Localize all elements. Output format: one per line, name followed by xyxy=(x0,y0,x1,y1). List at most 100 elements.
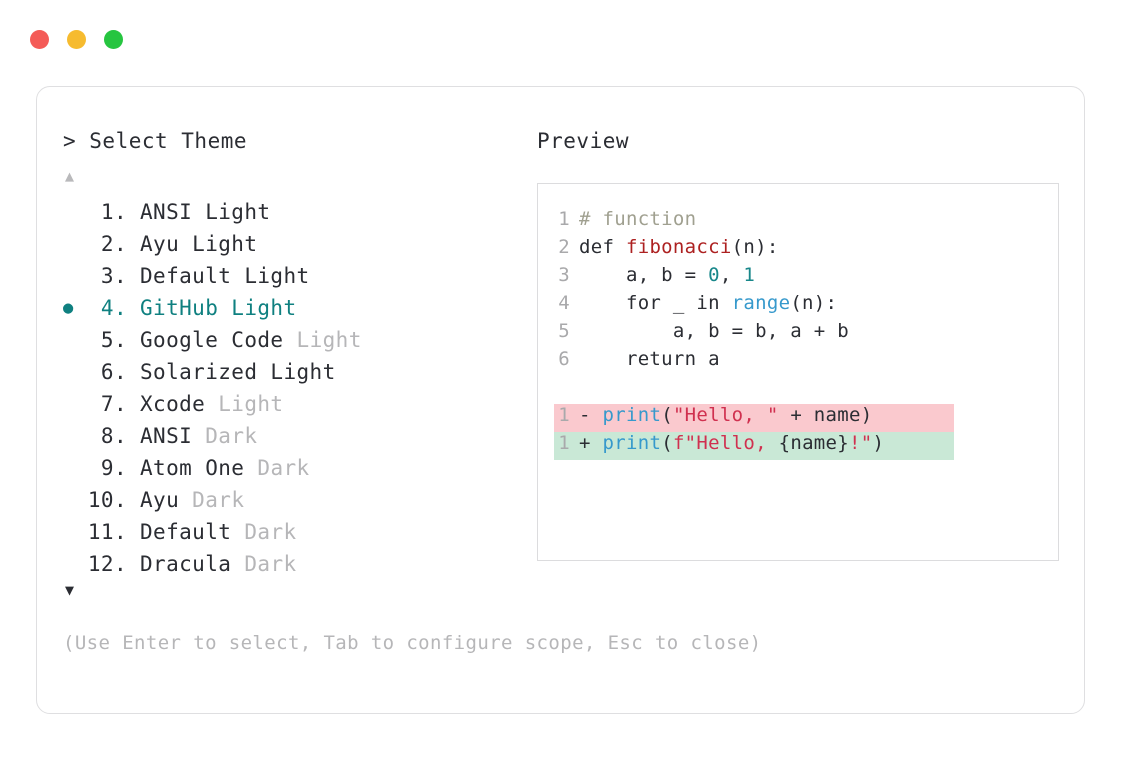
diff-line-removed: 1- print("Hello, " + name) xyxy=(554,404,954,432)
theme-list-item[interactable]: 1. ANSI Light xyxy=(63,196,533,228)
code-token-string: !" xyxy=(849,432,873,454)
theme-item-number: 10. xyxy=(87,488,127,512)
selected-bullet-icon xyxy=(63,396,85,413)
theme-item-label: Atom One Dark xyxy=(140,456,310,480)
code-token-plain: ( xyxy=(661,404,673,426)
scroll-down-icon[interactable]: ▼ xyxy=(65,581,75,599)
selected-bullet-icon xyxy=(63,364,85,381)
code-spacer xyxy=(538,376,1058,404)
maximize-button[interactable] xyxy=(104,30,123,49)
theme-list-item[interactable]: ● 4.GitHub Light xyxy=(63,292,533,324)
code-token-num: 0 xyxy=(708,264,720,286)
theme-list-item[interactable]: 10.Ayu Dark xyxy=(63,484,533,516)
theme-item-number: 7. xyxy=(87,392,127,416)
code-line-number: 5 xyxy=(558,320,570,342)
theme-item-variant: Light xyxy=(283,328,362,352)
theme-item-number: 2. xyxy=(87,232,127,256)
code-token-builtin: range xyxy=(731,292,791,314)
code-line-text: for _ in range(n): xyxy=(579,292,837,314)
theme-item-number: 6. xyxy=(87,360,127,384)
theme-list-item[interactable]: 8. ANSI Dark xyxy=(63,420,533,452)
diff-block: 1- print("Hello, " + name)1+ print(f"Hel… xyxy=(538,404,1058,460)
code-token-plain: + name) xyxy=(778,404,873,426)
code-token-plain: return a xyxy=(579,348,720,370)
diff-line-number: 1 xyxy=(558,404,570,426)
code-line-text: # function xyxy=(579,208,696,230)
code-line: 6 return a xyxy=(538,348,1058,376)
theme-item-label: Google Code Light xyxy=(140,328,362,352)
theme-item-label: Solarized Light xyxy=(140,360,336,384)
code-line-text: a, b = b, a + b xyxy=(579,320,849,342)
theme-item-label: GitHub Light xyxy=(140,296,297,320)
theme-list-item[interactable]: 12. Dracula Dark xyxy=(63,548,533,580)
selected-bullet-icon xyxy=(63,556,85,573)
code-token-plain: def xyxy=(579,236,626,258)
selected-bullet-icon xyxy=(63,204,85,221)
code-line: 1 # function xyxy=(538,208,1058,236)
diff-line-number: 1 xyxy=(558,432,570,454)
code-token-string: f"Hello, xyxy=(672,432,779,454)
selected-bullet-icon xyxy=(63,428,85,445)
scroll-up-icon[interactable]: ▲ xyxy=(65,167,75,185)
theme-item-variant: Light xyxy=(205,392,284,416)
theme-item-number: 1. xyxy=(87,200,127,224)
code-line-number: 2 xyxy=(558,236,570,258)
theme-item-variant: Dark xyxy=(231,520,297,544)
code-line: 2 def fibonacci(n): xyxy=(538,236,1058,264)
code-token-func: fibonacci xyxy=(625,236,732,258)
code-token-plain: , xyxy=(719,264,744,286)
code-line-text: return a xyxy=(579,348,720,370)
code-line-number: 6 xyxy=(558,348,570,370)
code-token-string: "Hello, " xyxy=(672,404,779,426)
theme-item-label: ANSI Light xyxy=(140,200,271,224)
code-line-text: def fibonacci(n): xyxy=(579,236,779,258)
theme-list-item[interactable]: 7.Xcode Light xyxy=(63,388,533,420)
theme-item-number: 12. xyxy=(87,552,127,576)
theme-item-number: 5. xyxy=(87,328,127,352)
code-line-number: 4 xyxy=(558,292,570,314)
theme-selector-pane: > Select Theme ▲ 1.ANSI Light 2.Ayu Ligh… xyxy=(63,131,533,580)
keyboard-hint: (Use Enter to select, Tab to configure s… xyxy=(63,632,762,654)
diff-sign: - xyxy=(579,404,603,426)
theme-item-label: ANSI Dark xyxy=(140,424,258,448)
theme-item-number: 9. xyxy=(87,456,127,480)
code-token-num: 1 xyxy=(743,264,756,286)
scroll-down-icon-wrap: ▼ xyxy=(63,583,74,598)
selected-bullet-icon: ● xyxy=(63,297,74,318)
theme-list-item[interactable]: 2.Ayu Light xyxy=(63,228,533,260)
selected-bullet-icon xyxy=(63,524,85,541)
code-token-plain: (n): xyxy=(790,292,838,314)
minimize-button[interactable] xyxy=(67,30,86,49)
theme-list-item[interactable]: 6. Solarized Light xyxy=(63,356,533,388)
theme-item-variant: Dark xyxy=(244,456,310,480)
diff-line-text: print("Hello, " + name) xyxy=(602,404,872,426)
theme-item-number: 8. xyxy=(87,424,127,448)
selected-bullet-icon xyxy=(63,460,85,477)
theme-list: 1. ANSI Light 2.Ayu Light 3.Default Light… xyxy=(63,196,533,580)
theme-item-number: 3. xyxy=(87,264,127,288)
code-token-plain: for _ in xyxy=(579,292,732,314)
code-token-comment: # function xyxy=(579,208,697,230)
selected-bullet-icon xyxy=(63,268,85,285)
code-line-number: 1 xyxy=(558,208,570,230)
theme-item-label: Dracula Dark xyxy=(140,552,297,576)
code-line: 4 for _ in range(n): xyxy=(538,292,1058,320)
code-line: 3 a, b = 0, 1 xyxy=(538,264,1058,292)
code-token-plain: (n): xyxy=(731,236,779,258)
theme-item-variant: Dark xyxy=(231,552,297,576)
theme-list-item[interactable]: 11.Default Dark xyxy=(63,516,533,548)
theme-list-item[interactable]: 9. Atom One Dark xyxy=(63,452,533,484)
theme-list-item[interactable]: 3.Default Light xyxy=(63,260,533,292)
code-token-plain: ) xyxy=(872,432,885,454)
diff-line-text: print(f"Hello, {name}!") xyxy=(602,432,884,454)
code-token-builtin: print xyxy=(602,432,662,454)
code-token-plain: {name} xyxy=(778,432,850,454)
close-button[interactable] xyxy=(30,30,49,49)
diff-sign: + xyxy=(579,432,603,454)
selected-bullet-icon xyxy=(63,236,85,253)
window-traffic-lights xyxy=(30,30,123,49)
theme-list-item[interactable]: 5. Google Code Light xyxy=(63,324,533,356)
